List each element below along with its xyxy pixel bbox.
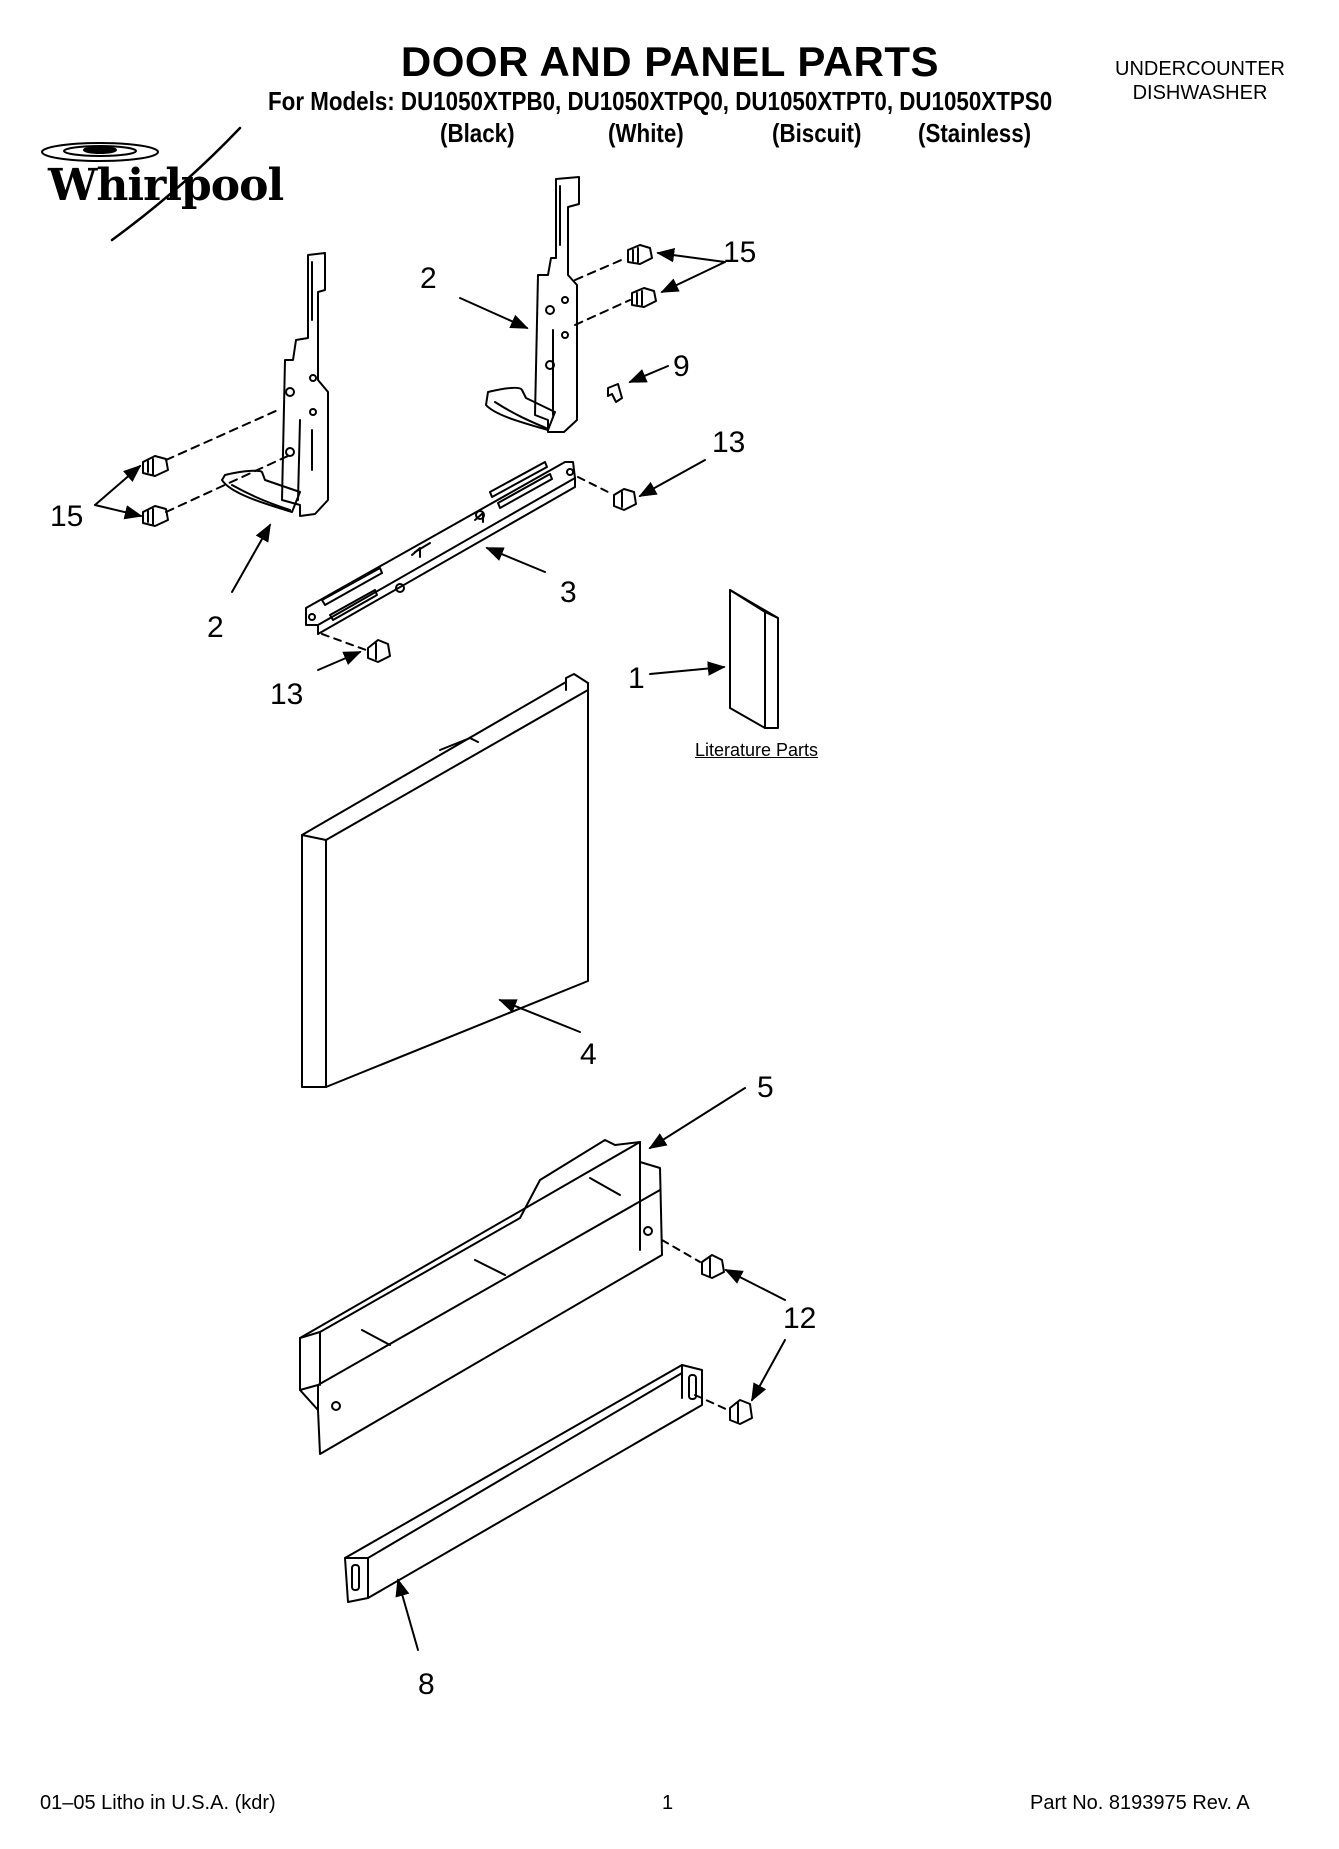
color-white: (White) — [608, 118, 684, 148]
callout-9: 9 — [673, 350, 690, 383]
color-stainless: (Stainless) — [918, 118, 1032, 148]
logo-swirl-icon — [41, 126, 242, 242]
part-5-access-panel — [299, 1139, 663, 1455]
part-15-screw-left — [142, 455, 169, 527]
callout-15-left: 15 — [50, 500, 83, 533]
part-4-door-panel — [301, 673, 589, 1088]
part-15-screw-top — [627, 244, 657, 308]
color-black: (Black) — [440, 118, 515, 148]
callout-3: 3 — [560, 576, 577, 609]
callout-5: 5 — [757, 1071, 774, 1104]
category-line-2: DISHWASHER — [1132, 82, 1268, 104]
footer-litho: 01–05 Litho in U.S.A. (kdr) — [40, 1792, 276, 1814]
part-9-clip — [607, 383, 623, 403]
models-line: For Models: DU1050XTPB0, DU1050XTPQ0, DU… — [268, 86, 1053, 116]
leader-arrows — [94, 248, 786, 1651]
callout-1: 1 — [628, 662, 645, 695]
part-3-mounting-rail — [305, 461, 576, 635]
callout-4: 4 — [580, 1038, 597, 1071]
footer-page-number: 1 — [662, 1792, 674, 1814]
callout-2-left: 2 — [207, 611, 224, 644]
part-13-screw-right — [613, 488, 637, 511]
brand-logo: Whirlpool — [48, 160, 284, 211]
part-1-literature-booklet — [729, 589, 779, 729]
literature-parts-label: Literature Parts — [695, 740, 819, 760]
part-8-toe-strip — [344, 1364, 703, 1603]
part-2-left-hinge-bracket — [221, 252, 329, 517]
page-title: DOOR AND PANEL PARTS — [400, 38, 940, 85]
callout-2-top: 2 — [420, 262, 437, 295]
part-12-screw-upper — [701, 1254, 725, 1279]
part-13-screw-left — [367, 639, 391, 663]
color-biscuit: (Biscuit) — [772, 118, 862, 148]
footer-part-number: Part No. 8193975 Rev. A — [1030, 1792, 1250, 1814]
callout-13-left: 13 — [270, 678, 303, 711]
part-2-right-hinge-bracket — [485, 176, 580, 433]
callout-13-right: 13 — [712, 426, 745, 459]
callout-15-top: 15 — [723, 236, 756, 269]
part-12-screw-lower — [729, 1399, 753, 1425]
callout-8: 8 — [418, 1668, 435, 1701]
category-line-1: UNDERCOUNTER — [1115, 58, 1285, 80]
callout-12: 12 — [783, 1302, 816, 1335]
